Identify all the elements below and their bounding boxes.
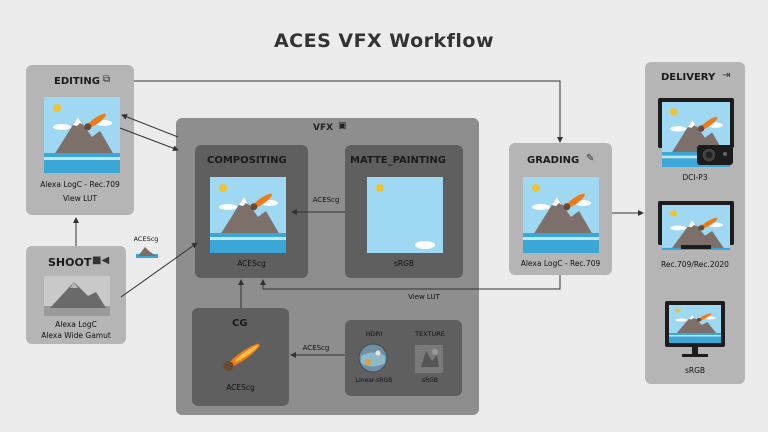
tv-display (657, 200, 735, 250)
delivery-item-srgb: sRGB (684, 366, 706, 375)
matte-painting-caption: sRGB (393, 259, 415, 268)
editing-caption-colorspace: Alexa LogC - Rec.709 (40, 180, 120, 189)
shoot-caption-gamut: Alexa Wide Gamut (41, 331, 111, 340)
label-assets-to-cg: ACEScg (302, 344, 330, 352)
hdri-sphere-icon (358, 343, 388, 373)
editing-caption-lut: View LUT (62, 194, 98, 203)
page-title: ACES VFX Workflow (273, 30, 495, 52)
label-matte-to-comp: ACEScg (312, 196, 340, 204)
shoot-caption-logc: Alexa LogC (55, 320, 97, 329)
compositing-title: COMPOSITING (207, 155, 287, 166)
cg-comet (215, 338, 265, 378)
delivery-item-dcip3: DCI-P3 (682, 173, 708, 182)
cg-title: CG (232, 318, 248, 329)
matte-painting-thumbnail (367, 177, 443, 253)
texture-title: TEXTURE (415, 330, 445, 338)
cg-caption: ACEScg (226, 383, 255, 392)
label-grading-to-comp: View LUT (408, 293, 440, 301)
compositing-caption: ACEScg (237, 259, 266, 268)
editing-thumbnail (44, 97, 120, 173)
projector-display (657, 97, 735, 167)
pencil-icon: ✎ (586, 153, 595, 164)
grading-title: GRADING (527, 155, 580, 166)
monitor-display (664, 300, 726, 360)
grading-caption: Alexa LogC - Rec.709 (520, 259, 601, 268)
editing-icon: ⧉ (103, 74, 111, 85)
delivery-item-rec709: Rec.709/Rec.2020 (661, 260, 729, 269)
shoot-title: SHOOT (48, 256, 92, 269)
texture-caption: sRGB (421, 377, 439, 384)
texture-icon (415, 345, 443, 373)
grading-thumbnail (523, 177, 599, 253)
camera-icon: ■◀ (92, 255, 110, 266)
editing-title: EDITING (54, 76, 100, 87)
shoot-thumbnail (44, 276, 110, 316)
vfx-title: VFX (313, 123, 334, 133)
hdri-caption: Linear-sRGB (355, 377, 393, 384)
vfx-icon: ▣ (338, 121, 347, 131)
label-shoot-to-vfx: ACEScg (133, 235, 159, 243)
export-icon: ⇥ (722, 70, 731, 81)
hdri-title: HDRI (365, 330, 383, 338)
compositing-thumbnail (210, 177, 286, 253)
delivery-title: DELIVERY (661, 72, 716, 83)
matte-painting-title: MATTE_PAINTING (350, 155, 446, 166)
shoot-mini-icon (136, 244, 158, 258)
